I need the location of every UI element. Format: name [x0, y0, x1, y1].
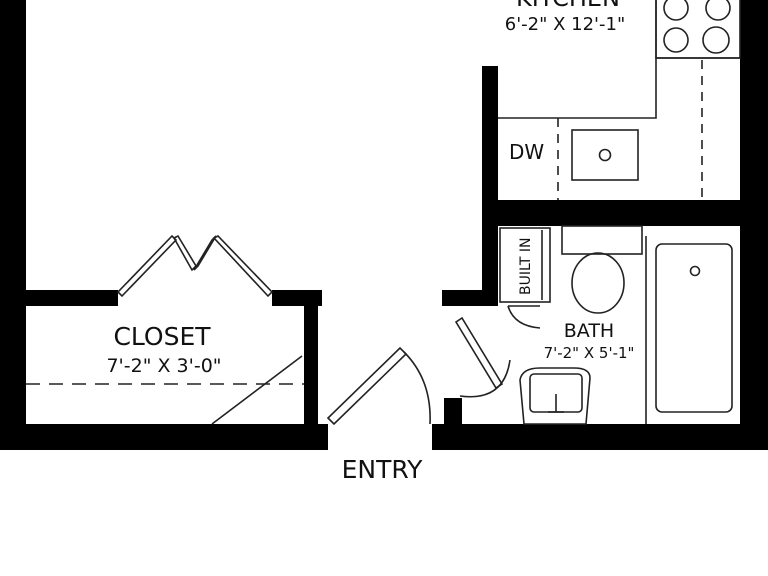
kitchen: [498, 0, 741, 200]
closet-right-wall: [304, 290, 318, 424]
bath-title: BATH: [564, 320, 614, 342]
stove: [655, 0, 741, 59]
bifold-door-left-inner: [172, 234, 198, 272]
closet-top-wall-left: [26, 290, 118, 306]
toilet-bowl: [571, 252, 625, 314]
bottom-wall-right: [432, 424, 768, 450]
bifold-door-right-inner: [193, 235, 217, 271]
kitchen-counter: [498, 57, 740, 119]
entry-door: [326, 346, 431, 426]
bifold-door-left-outer: [116, 234, 178, 298]
built-in-cabinet: [499, 227, 551, 303]
entry-door-leaf: [326, 346, 408, 426]
bath-sink: [519, 367, 591, 425]
kitchen-size: 6'-2" X 12'-1": [505, 14, 625, 35]
tub-drain: [689, 265, 701, 277]
stove-burner: [663, 27, 689, 53]
closet-title: CLOSET: [113, 322, 211, 351]
bath-size: 7'-2" X 5'-1": [544, 344, 635, 362]
entry-label: ENTRY: [342, 455, 424, 484]
dishwasher-label: DW: [509, 140, 544, 164]
sink-drain: [598, 148, 612, 162]
bath-left-wall-lower: [444, 398, 462, 424]
kitchen-sink: [571, 129, 639, 181]
left-outer-wall: [0, 0, 26, 450]
bathtub: [655, 243, 733, 413]
kitchen-left-wall: [482, 66, 498, 306]
toilet-tank: [561, 225, 643, 255]
closet-size: 7'-2" X 3'-0": [106, 355, 221, 377]
entry-door-swing: [403, 351, 431, 425]
built-in-label: BUILT IN: [518, 238, 534, 295]
stove-burner: [705, 0, 731, 21]
bottom-wall-left: [0, 424, 328, 450]
kitchen-bath-wall: [482, 200, 768, 226]
cabinet-door-swing: [507, 305, 541, 329]
bifold-door-right-outer: [212, 235, 274, 298]
bath-left-wall-upper: [442, 290, 498, 306]
closet: [26, 234, 304, 425]
bath: [454, 225, 733, 425]
bath-door-swing: [459, 359, 511, 398]
kitchen-right-wall: [740, 0, 768, 450]
bath-door: [454, 316, 504, 390]
stove-burner: [663, 0, 689, 21]
stove-burner: [702, 26, 730, 54]
closet-shelf-diagonal: [211, 355, 303, 425]
walls: [0, 0, 768, 450]
kitchen-title: KITCHEN: [516, 0, 620, 12]
